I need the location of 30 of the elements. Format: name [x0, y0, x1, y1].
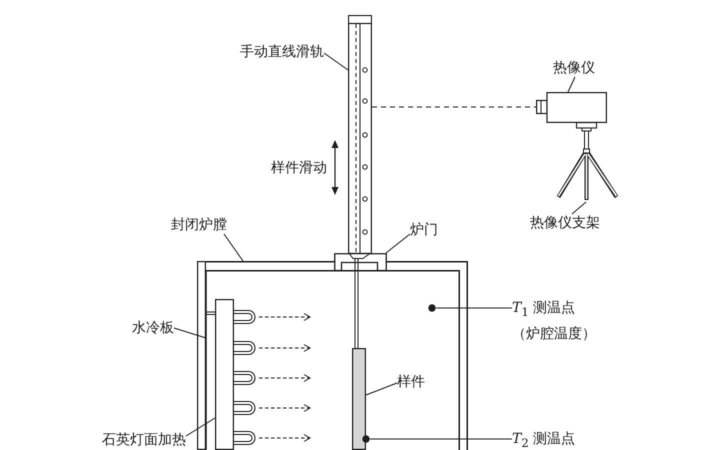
furnace-chamber: [197, 261, 468, 450]
callout-label: 手动直线滑轨: [240, 43, 324, 61]
leader-line: [370, 438, 512, 440]
callout-label: 石英灯面加热: [102, 431, 186, 449]
callout-label: T$_{2}$ 测温点: [512, 430, 576, 450]
callout-label: 水冷板: [132, 319, 174, 337]
leader-line: [224, 234, 244, 262]
measuring-dot: [428, 304, 436, 312]
door-block: [334, 253, 387, 271]
camera: [536, 92, 607, 123]
arrow-label: 样件滑动: [271, 159, 327, 177]
callout-label: （炉腔温度）: [512, 324, 596, 343]
leader-line: [568, 76, 576, 92]
dashed-line: [372, 106, 536, 108]
leader-line: [324, 52, 348, 70]
callout-label: 热像仪: [553, 59, 595, 77]
measuring-dot: [362, 435, 370, 443]
leader-line: [386, 234, 410, 254]
callout-label: 热像仪支架: [530, 214, 600, 232]
tripod: [555, 122, 620, 202]
callout-label: T$_{1}$ 测温点: [512, 299, 576, 321]
callout-label: 样件: [397, 373, 425, 391]
leader-line: [366, 382, 398, 396]
wall-plate: [197, 261, 206, 450]
leader-line: [572, 202, 586, 214]
callout-label: 封闭炉膛: [171, 216, 227, 234]
leader-line: [186, 418, 216, 436]
leader-line: [174, 328, 206, 338]
callout-label: 炉门: [410, 221, 438, 239]
sample-bar: [352, 348, 366, 450]
